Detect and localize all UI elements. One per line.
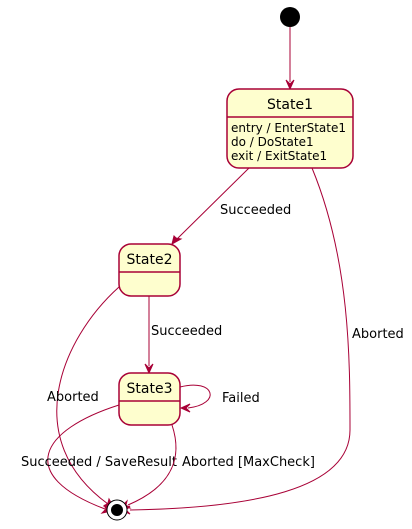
initial-state-node	[280, 7, 300, 27]
transition-label-state3-self: Failed	[222, 391, 260, 406]
state1-title: State1	[267, 97, 313, 113]
transition-state2-to-state3: Succeeded	[144, 296, 222, 375]
state1-node: State1 entry / EnterState1 do / DoState1…	[226, 88, 354, 169]
state2-node: State2	[118, 243, 181, 297]
transition-label-state2-to-end: Aborted	[47, 390, 99, 405]
transition-state2-to-end: Aborted	[47, 286, 120, 509]
state1-action-do: do / DoState1	[231, 135, 314, 149]
state1-action-entry: entry / EnterState1	[231, 121, 346, 135]
state3-title: State3	[127, 381, 173, 397]
transition-label-state3-to-end-aborted: Aborted [MaxCheck]	[182, 455, 315, 470]
final-state-node	[106, 499, 128, 521]
state3-node: State3	[118, 372, 181, 426]
transition-label-state1-to-end: Aborted	[352, 327, 404, 342]
transition-state3-self: Failed	[179, 384, 260, 413]
transition-label-state3-to-end-success: Succeeded / SaveResult	[21, 455, 177, 470]
transition-label-state1-to-state2: Succeeded	[220, 203, 291, 218]
transition-state1-to-state2: Succeeded	[171, 167, 291, 245]
transition-start-to-state1	[285, 27, 295, 91]
transition-label-state2-to-state3: Succeeded	[151, 324, 222, 339]
state2-title: State2	[127, 252, 173, 268]
state1-action-exit: exit / ExitState1	[231, 149, 327, 163]
